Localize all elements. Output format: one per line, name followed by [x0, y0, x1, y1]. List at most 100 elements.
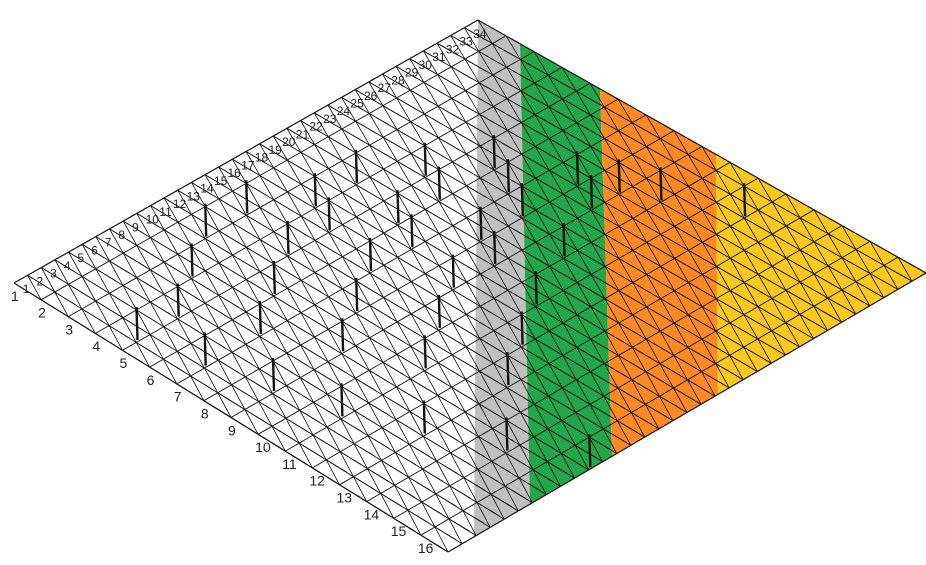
grid-line-vert [285, 450, 306, 464]
grid-line-vert [108, 325, 130, 339]
grid-line-vert [327, 393, 349, 407]
grid-line-diag [465, 314, 481, 339]
grid-line-diag [451, 129, 467, 155]
top-edge-label: 16 [228, 166, 242, 180]
grid-line-vert [535, 146, 557, 159]
grid-line-vert [438, 201, 460, 215]
vertical-tick [286, 220, 290, 254]
grid-line-diag [590, 306, 606, 332]
grid-line-vert [465, 378, 487, 392]
grid-line-diag [397, 225, 412, 250]
grid-line-vert [421, 501, 443, 515]
grid-line-vert [411, 184, 433, 198]
left-edge-label: 10 [255, 439, 271, 455]
grid-line-vert [729, 322, 751, 336]
grid-line-diag [466, 185, 481, 211]
grid-line-vert [521, 122, 543, 135]
grid-line-vert [618, 258, 640, 271]
grid-line-diag [450, 419, 465, 445]
grid-line-vert [562, 130, 584, 143]
grid-line-vert [729, 354, 751, 368]
grid-line-vert [40, 299, 62, 313]
grid-line-vert [532, 469, 554, 483]
grid-line-diag [575, 90, 591, 116]
grid-line-vert [632, 154, 654, 167]
grid-line-diag [327, 361, 342, 387]
grid-line-vert [617, 420, 639, 434]
left-edge-label: 16 [418, 540, 434, 556]
left-edge-label: 5 [120, 355, 128, 371]
top-edge-label: 26 [364, 89, 378, 103]
grid-line-diag [674, 194, 689, 219]
grid-line-vert [563, 257, 585, 271]
top-edge-label: 21 [296, 127, 310, 141]
top-edge-label: 7 [105, 236, 112, 250]
grid-line-diag [479, 371, 494, 396]
top-edge-label: 4 [64, 259, 71, 273]
grid-line-diag [273, 263, 288, 289]
grid-line-vert [383, 137, 405, 150]
grid-line-diag [368, 113, 384, 138]
grid-line-diag [548, 138, 564, 163]
grid-line-vert [452, 225, 474, 239]
grid-line-vert [743, 282, 766, 295]
grid-line-vert [716, 201, 738, 215]
grid-line-diag [757, 177, 773, 203]
grid-line-diag [480, 273, 495, 299]
grid-line-diag [259, 143, 274, 169]
grid-line-diag [603, 396, 618, 421]
grid-line-vert [327, 361, 349, 375]
grid-line-diag [841, 257, 857, 282]
grid-line-vert [576, 122, 598, 136]
grid-line-diag [505, 35, 521, 60]
grid-line-diag [521, 153, 536, 179]
grid-line-vert [177, 189, 199, 203]
grid-line-vert [411, 281, 433, 295]
top-edge-label: 20 [282, 135, 296, 149]
grid-line-vert [590, 177, 613, 191]
grid-line-diag [631, 122, 647, 147]
grid-line-diag [534, 114, 550, 139]
grid-line-diag [369, 337, 384, 363]
grid-line-diag [506, 66, 522, 92]
grid-line-vert [576, 314, 598, 328]
grid-line-vert [466, 281, 488, 295]
grid-line-diag [408, 477, 423, 503]
grid-line-diag [313, 402, 328, 428]
grid-line-vert [68, 284, 90, 298]
left-edge-label: 8 [201, 406, 209, 422]
grid-line-vert [535, 177, 557, 191]
grid-line-vert [232, 254, 254, 268]
grid-line-diag [68, 284, 83, 309]
left-edge-label: 9 [228, 422, 236, 438]
grid-line-diag [535, 209, 550, 235]
grid-line-diag [464, 27, 480, 52]
vertical-tick [204, 203, 208, 237]
grid-line-diag [604, 202, 620, 227]
grid-line-vert [136, 213, 158, 227]
grid-line-diag [562, 130, 578, 155]
grid-line-diag [589, 404, 604, 430]
grid-line-diag [421, 501, 436, 528]
grid-line-vert [218, 359, 239, 373]
grid-line-vert [397, 289, 419, 303]
grid-line-diag [757, 274, 773, 299]
grid-line-diag [715, 363, 730, 389]
grid-line-diag [380, 493, 395, 519]
grid-line-diag [451, 98, 467, 123]
grid-line-vert [504, 485, 526, 499]
grid-line-vert [273, 263, 295, 277]
grid-line-diag [757, 209, 773, 235]
grid-line-vert [436, 460, 458, 474]
grid-line-vert [674, 322, 696, 336]
grid-line-diag [436, 427, 451, 454]
grid-line-vert [452, 129, 474, 143]
grid-line-diag [383, 297, 398, 323]
grid-line-vert [632, 346, 654, 360]
grid-line-vert [479, 114, 501, 127]
grid-line-diag [562, 98, 578, 123]
grid-line-diag [799, 281, 815, 307]
grid-line-vert [687, 154, 710, 167]
grid-line-diag [355, 216, 371, 242]
